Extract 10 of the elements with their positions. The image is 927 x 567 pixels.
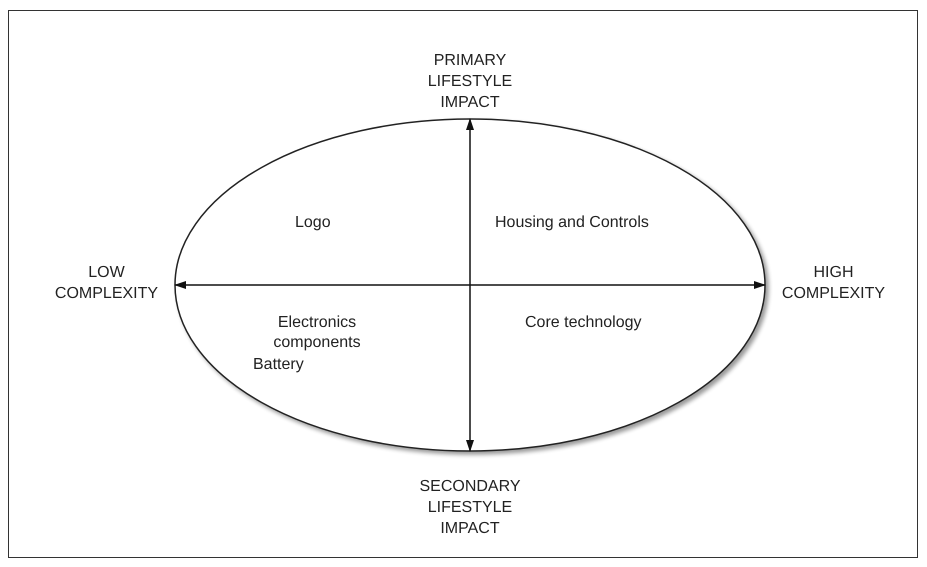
axis-label: SECONDARY LIFESTYLE IMPACT	[418, 477, 522, 539]
quadrant-ellipse	[173, 117, 767, 453]
axis-label: HIGH COMPLEXITY	[780, 263, 886, 304]
axis-label: PRIMARY LIFESTYLE IMPACT	[426, 51, 514, 113]
quadrant-label: Electronics components	[272, 313, 362, 353]
quadrant-label: Battery	[253, 355, 304, 375]
quadrant-label: Logo	[295, 213, 331, 233]
quadrant-label: Core technology	[525, 313, 642, 333]
quadrant-label: Housing and Controls	[495, 213, 649, 233]
axis-label: LOW COMPLEXITY	[54, 263, 160, 304]
